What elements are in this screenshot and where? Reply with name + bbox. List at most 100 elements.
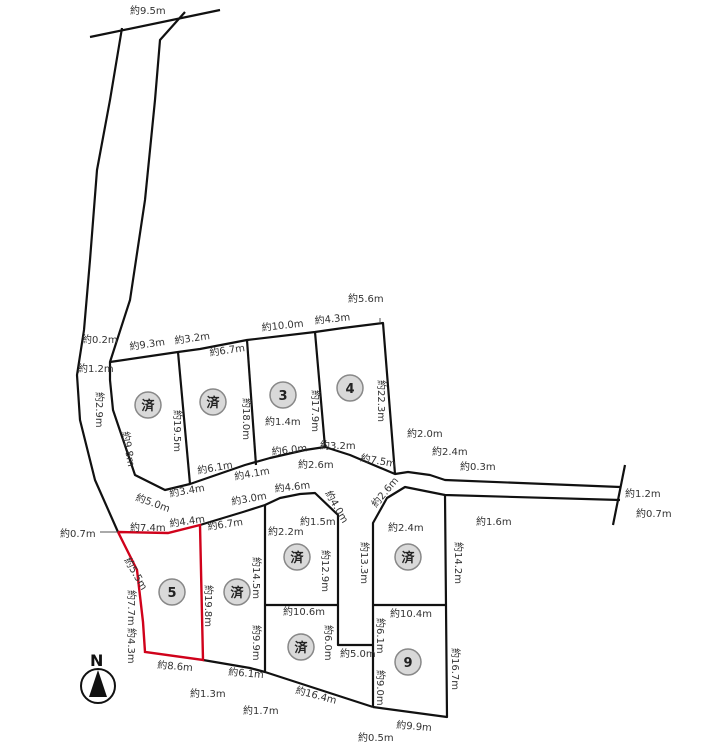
lot-circle: [394, 648, 422, 676]
dimension-label: 約14.2m: [452, 542, 465, 584]
lot-circle: [223, 578, 251, 606]
lot-label: 済: [141, 398, 155, 414]
boundary-line: [245, 339, 258, 466]
lot-label: 済: [290, 550, 304, 566]
lot-circle: [134, 391, 162, 419]
lot-circle: [394, 543, 422, 571]
dimension-label: 約1.5m: [300, 515, 336, 528]
dimension-label: 約5.6m: [348, 292, 384, 305]
lot-marker[interactable]: 4: [336, 374, 364, 402]
lot-marker[interactable]: 済: [394, 543, 422, 571]
dimension-label: 約10.0m: [261, 317, 304, 334]
north-label: N: [90, 651, 103, 670]
dimension-label: 約2.2m: [268, 525, 304, 538]
dimension-label: 約4.3m: [314, 310, 351, 327]
dimension-label: 約0.7m: [60, 527, 96, 540]
boundary-line: [199, 491, 373, 647]
dimension-label: 約10.6m: [283, 605, 325, 618]
lot-marker[interactable]: 済: [283, 543, 311, 571]
dimension-label: 約6.0m: [271, 441, 308, 458]
dimension-label: 約6.1m: [228, 665, 265, 681]
dimension-label: 約5.0m: [134, 491, 172, 515]
dimension-label: 約2.4m: [388, 521, 424, 534]
dimension-label: 約3.2m: [320, 439, 356, 452]
lot-label: 済: [294, 640, 308, 656]
lot-marker[interactable]: 済: [199, 388, 227, 416]
lot-label: 4: [345, 382, 354, 397]
lot-circle: [199, 388, 227, 416]
dimension-label: 約7.4m: [130, 521, 166, 534]
dimension-label: 約4.3m: [125, 628, 138, 664]
dimension-label: 約0.2m: [82, 333, 118, 346]
boundary-line: [89, 8, 221, 39]
boundary-line: [202, 658, 374, 709]
lot-label: 3: [278, 389, 287, 404]
dimension-label: 約18.0m: [240, 398, 253, 440]
dimension-label: 約5.5m: [121, 555, 150, 592]
dimension-label: 約1.4m: [265, 415, 301, 428]
dimension-label: 約2.4m: [432, 445, 468, 458]
lot-label: 9: [403, 656, 412, 671]
dimension-label: 約1.7m: [243, 704, 279, 717]
lot-circle: [287, 633, 315, 661]
lot-marker[interactable]: 済: [134, 391, 162, 419]
dimension-label: 約12.9m: [319, 550, 332, 592]
lot-5-boundary: [116, 523, 205, 662]
dimension-label: 約2.9m: [93, 392, 106, 428]
north-arrow: N: [80, 651, 116, 704]
lot-label: 済: [401, 550, 415, 566]
lot-marker[interactable]: 5: [158, 578, 186, 606]
dimension-label: 約10.4m: [390, 607, 432, 620]
dimension-label: 約9.0m: [374, 670, 387, 706]
dimension-label: 約1.2m: [625, 487, 661, 500]
dimension-label: 約14.5m: [250, 557, 263, 599]
dimension-label: 約4.6m: [274, 478, 311, 495]
lot-marker[interactable]: 済: [287, 633, 315, 661]
dimension-label: 約19.5m: [171, 410, 184, 452]
dimension-label: 約9.9m: [396, 718, 433, 734]
dimension-label: 約1.6m: [476, 515, 512, 528]
dimension-label: 約2.0m: [407, 427, 443, 440]
dimension-label: 約19.8m: [202, 585, 215, 627]
lot-marker[interactable]: 9: [394, 648, 422, 676]
lot-label: 済: [206, 395, 220, 411]
boundary-line: [611, 464, 627, 526]
dimension-label: 約2.6m: [298, 458, 334, 471]
dimension-label: 約9.8m: [119, 430, 138, 467]
lot-circle: [158, 578, 186, 606]
lot-label: 5: [167, 586, 176, 601]
lot-marker[interactable]: 3: [269, 381, 297, 409]
boundary-line: [313, 331, 327, 448]
lot-circle: [283, 543, 311, 571]
boundary-line: [176, 351, 192, 485]
boundary-line: [75, 27, 124, 533]
dimension-label: 約0.7m: [636, 507, 672, 520]
dimension-label: 約17.9m: [309, 390, 322, 432]
boundary-line: [108, 11, 621, 492]
dimension-label: 約9.5m: [130, 4, 166, 17]
lot-circle: [336, 374, 364, 402]
boundary-line: [372, 494, 449, 719]
dimension-label: 約0.5m: [358, 731, 394, 744]
dimension-label: 約16.7m: [449, 648, 462, 690]
dimension-label: 約9.3m: [129, 335, 166, 353]
lot-circle: [269, 381, 297, 409]
dimension-label: 約5.0m: [340, 647, 376, 660]
dimension-label: 約8.6m: [157, 658, 194, 674]
dimension-label: 約0.3m: [460, 460, 496, 473]
dimension-label: 約13.3m: [358, 542, 371, 584]
dimension-label: 約16.4m: [294, 683, 338, 706]
lot-marker[interactable]: 済: [223, 578, 251, 606]
dimension-label: 約3.2m: [174, 329, 211, 347]
dimension-label: 約7.7m: [125, 590, 138, 626]
dimension-label: 約1.2m: [78, 362, 114, 375]
dimension-label: 約6.1m: [196, 458, 233, 477]
dimension-label: 約6.0m: [322, 625, 335, 661]
boundary-lines: [75, 8, 627, 719]
boundary-line: [109, 321, 397, 475]
dimension-label: 約9.9m: [250, 625, 263, 661]
